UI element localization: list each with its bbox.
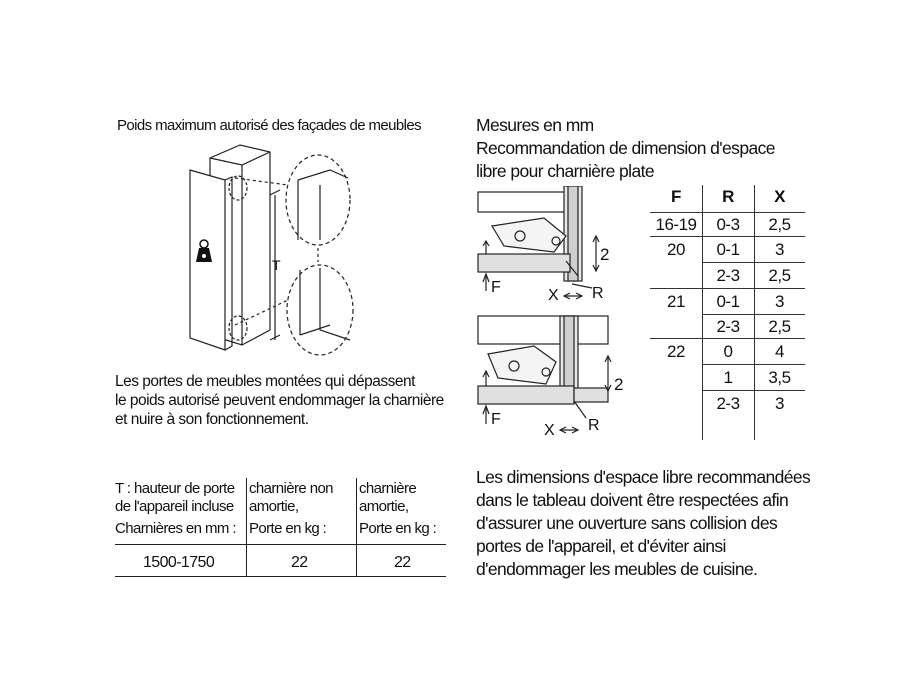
table-cell: 3,5: [768, 368, 791, 387]
table-cell: 0-3: [716, 215, 740, 234]
left-para-line: et nuire à son fonctionnement.: [115, 411, 309, 428]
table-header-R: R: [722, 187, 734, 206]
weight-table-cell: 22: [291, 554, 308, 571]
svg-text:2: 2: [614, 375, 623, 394]
table-cell: 4: [775, 342, 784, 361]
right-para-line: dans le tableau doivent être respectées …: [476, 490, 789, 510]
table-cell: 0: [723, 342, 733, 361]
table-cell: 0-1: [716, 292, 740, 311]
svg-text:R: R: [588, 417, 600, 434]
weight-icon: [196, 239, 212, 262]
weight-table-col-undamped: charnière non amortie, Porte en kg :: [249, 480, 334, 537]
weight-table-cell: 22: [394, 554, 411, 571]
left-warning-paragraph: Les portes de meubles montées qui dépass…: [115, 372, 444, 429]
weight-table-col-damped: charnière amortie, Porte en kg :: [359, 480, 437, 537]
table-cell: 2-3: [716, 317, 740, 336]
table-cell: 20: [667, 240, 685, 259]
table-cell: 2,5: [768, 266, 791, 285]
table-cell: 2-3: [716, 394, 740, 413]
table-header-X: X: [774, 187, 785, 206]
table-cell: 21: [667, 292, 685, 311]
table-cell: 22: [667, 342, 685, 361]
weight-table-cell: 1500-1750: [143, 554, 215, 571]
right-para-line: d'assurer une ouverture sans collision d…: [476, 513, 778, 533]
table-cell: 3: [775, 240, 784, 259]
right-heading-line: libre pour charnière plate: [476, 161, 655, 181]
hinge-clearance-diagram: 2 F X R 2 F X R: [477, 186, 623, 439]
table-cell: 0-1: [716, 240, 740, 259]
table-cell: 2-3: [716, 266, 740, 285]
right-para-line: Les dimensions d'espace libre recommandé…: [476, 467, 811, 487]
svg-text:2: 2: [600, 245, 609, 264]
right-heading: Mesures en mm Recommandation de dimensio…: [476, 114, 775, 183]
right-para-line: d'endommager les meubles de cuisine.: [476, 559, 758, 579]
table-cell: 16-19: [655, 215, 697, 234]
table-cell: 1: [723, 368, 733, 387]
dimension-label-T: T: [272, 257, 281, 273]
left-heading: Poids maximum autorisé des façades de me…: [117, 117, 422, 134]
clearance-table: F R X 16-19 0-3 2,5 20 0-1 3 2-3 2,5 21 …: [650, 185, 805, 440]
table-header-F: F: [671, 187, 681, 206]
svg-text:R: R: [592, 285, 604, 302]
right-info-paragraph: Les dimensions d'espace libre recommandé…: [476, 466, 811, 581]
table-cell: 2,5: [768, 317, 791, 336]
table-cell: 3: [775, 394, 784, 413]
svg-text:X: X: [544, 422, 555, 439]
svg-text:F: F: [491, 411, 501, 428]
table-cell: 3: [775, 292, 784, 311]
svg-text:X: X: [548, 287, 559, 304]
weight-table-col-height: T : hauteur de porte de l'appareil inclu…: [115, 480, 237, 537]
right-heading-line: Mesures en mm: [476, 115, 594, 135]
left-para-line: le poids autorisé peuvent endommager la …: [115, 392, 444, 409]
right-heading-line: Recommandation de dimension d'espace: [476, 138, 775, 158]
right-para-line: portes de l'appareil, et d'éviter ainsi: [476, 536, 726, 556]
left-para-line: Les portes de meubles montées qui dépass…: [115, 373, 415, 390]
door-weight-illustration: T: [189, 144, 354, 356]
svg-text:F: F: [491, 279, 501, 296]
table-cell: 2,5: [768, 215, 791, 234]
